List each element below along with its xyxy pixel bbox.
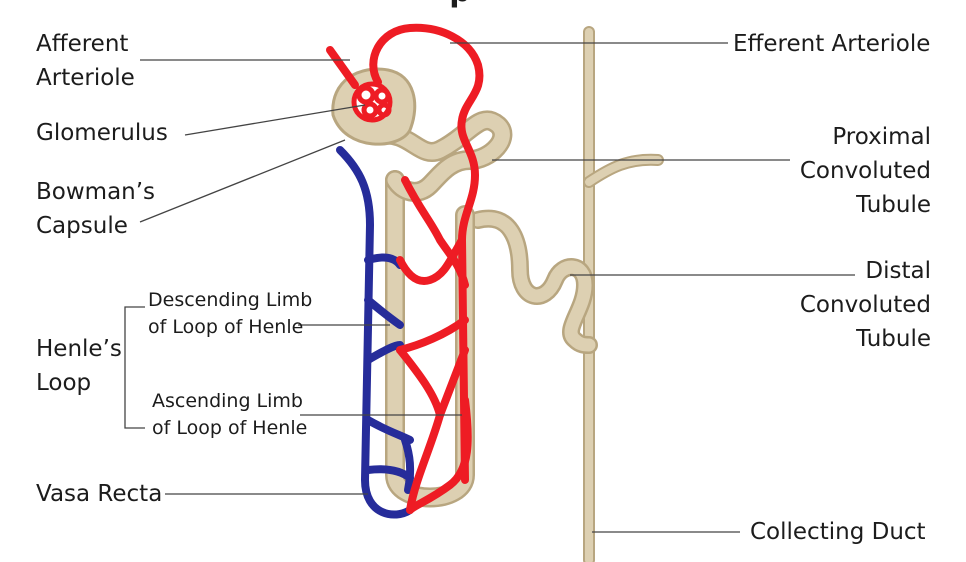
leader-bowmans	[139, 139, 346, 223]
collecting-duct-shape	[583, 26, 664, 562]
label-collecting-duct: Collecting Duct	[750, 519, 926, 545]
efferent-arteriole-shape	[369, 23, 484, 244]
glomerulus-shape	[351, 81, 393, 123]
henle-bracket	[124, 306, 145, 429]
label-glomerulus: Glomerulus	[36, 120, 168, 146]
label-ascending-limb: Ascending Limb of Loop of Henle	[152, 390, 308, 439]
label-efferent-arteriole: Efferent Arteriole	[733, 31, 931, 57]
label-distal-convoluted-tubule: Distal Convoluted Tubule	[799, 258, 931, 352]
arteriole-shape	[326, 23, 484, 514]
label-descending-limb: Descending Limb of Loop of Henle	[148, 289, 313, 338]
label-afferent-arteriole: Afferent Arteriole	[36, 31, 135, 91]
distal-tubule-shape	[469, 209, 598, 354]
leader-glomerulus	[184, 104, 366, 136]
label-vasa-recta: Vasa Recta	[36, 481, 163, 507]
proximal-tubule-shape	[370, 110, 513, 202]
label-proximal-convoluted-tubule: Proximal Convoluted Tubule	[799, 124, 931, 218]
afferent-arteriole-shape	[326, 46, 359, 89]
title-fragment: p	[430, 0, 490, 8]
label-henles-loop: Henle’s Loop	[36, 336, 122, 396]
leader-lines	[124, 42, 855, 533]
label-bowmans-capsule: Bowman’s Capsule	[36, 179, 156, 239]
